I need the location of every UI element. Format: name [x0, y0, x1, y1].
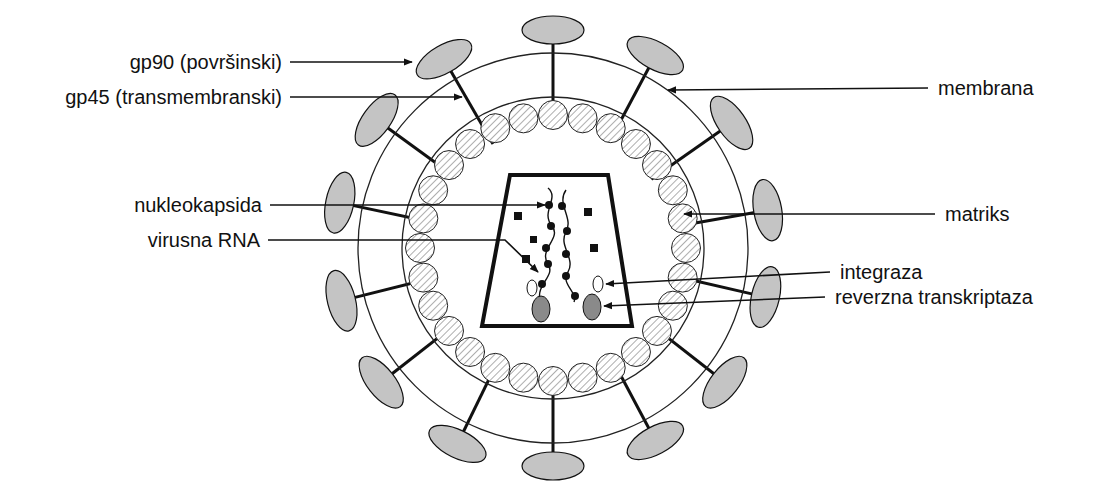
gp90-head	[423, 418, 491, 470]
gp90-head	[702, 90, 760, 157]
gp90-head	[410, 32, 478, 87]
gp90-head	[320, 169, 360, 235]
matrix-bead	[621, 337, 650, 366]
matrix-bead	[406, 234, 435, 263]
matrix-bead	[435, 151, 464, 180]
matrix-bead	[568, 104, 597, 133]
matrix-bead	[456, 130, 485, 159]
matrix-bead	[409, 263, 438, 292]
matrix-bead	[568, 363, 597, 392]
gp90-head	[621, 29, 689, 83]
part-label: gp90 (površinski)	[130, 51, 282, 73]
matrix-bead	[642, 151, 671, 180]
reverse-transcriptase	[532, 296, 550, 322]
matrix-bead	[668, 204, 697, 233]
matrix-bead	[456, 337, 485, 366]
matrix-bead	[509, 104, 538, 133]
gp90-head	[522, 452, 584, 480]
integrase	[593, 276, 603, 292]
matrix-bead	[596, 114, 625, 143]
matrix-bead	[419, 176, 448, 205]
matrix-bead	[481, 353, 510, 382]
inner-membrane-line	[402, 97, 704, 399]
gp90-head	[320, 267, 362, 334]
matrix-bead	[596, 353, 625, 382]
gp90-head	[351, 349, 411, 415]
gp90-head	[695, 349, 755, 415]
matrix-bead	[481, 114, 510, 143]
matrix-bead	[621, 130, 650, 159]
gp90-head	[749, 177, 787, 243]
part-label: reverzna transkriptaza	[835, 286, 1033, 308]
part-label: virusna RNA	[148, 229, 260, 251]
matrix-bead	[409, 204, 438, 233]
outer-membrane-line	[358, 53, 748, 443]
nucleocapsid-dots	[538, 201, 579, 300]
gp90-head	[745, 264, 786, 331]
matrix-bead	[539, 367, 568, 396]
part-label: nukleokapsida	[134, 194, 262, 216]
matrix-bead	[672, 234, 701, 263]
glycoprotein-stems	[352, 43, 754, 453]
gp90-heads	[320, 16, 787, 480]
matrix-bead	[658, 176, 687, 205]
part-label: gp45 (transmembranski)	[65, 86, 282, 108]
leader-lines	[268, 62, 935, 306]
matrix-bead	[435, 316, 464, 345]
matrix-bead	[539, 101, 568, 130]
part-label: matriks	[945, 203, 1009, 225]
matrix-bead	[509, 363, 538, 392]
part-label: integraza	[840, 261, 922, 283]
matrix-bead	[642, 316, 671, 345]
matrix-bead	[658, 291, 687, 320]
part-label: membrana	[938, 77, 1034, 99]
matrix-bead	[668, 263, 697, 292]
matrix-bead	[419, 291, 448, 320]
protein-squares	[514, 208, 598, 263]
gp90-head	[621, 414, 689, 468]
reverse-transcriptase	[583, 294, 601, 320]
matrix-beads	[406, 101, 701, 396]
integrase	[527, 280, 537, 296]
capsid-trapezoid	[482, 175, 632, 326]
gp90-head	[522, 16, 584, 44]
